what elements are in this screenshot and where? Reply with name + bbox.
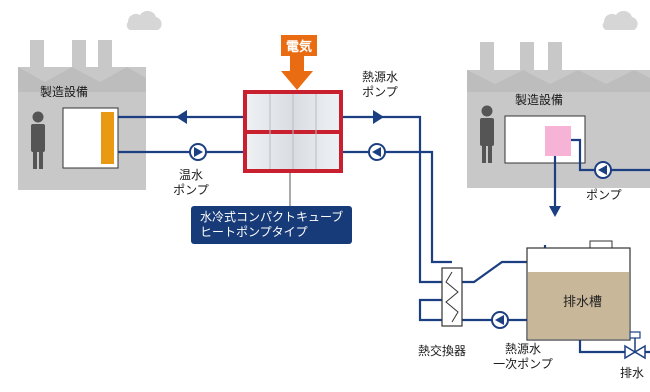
- heat-source-return-pipe: [342, 150, 452, 264]
- heat-pump-name-box: 水冷式コンパクトキューブ ヒートポンプタイプ: [191, 206, 353, 244]
- hot-water-pump-label-line2: ポンプ: [173, 183, 209, 197]
- drain-tank-label: 排水槽: [563, 295, 603, 310]
- drain-valve-icon: [624, 331, 646, 360]
- heat-pump-unit: [243, 90, 343, 207]
- heat-source-pump-label: 熱源水 ポンプ: [355, 70, 405, 100]
- drain-label: 排水: [620, 366, 645, 380]
- heat-exchanger-icon: [441, 267, 463, 327]
- drain-tank: [526, 240, 631, 341]
- right-pink-block: [545, 126, 571, 156]
- heat-source-pump-label-line2: ポンプ: [362, 85, 398, 99]
- heat-source-return-pump-icon: [368, 143, 386, 161]
- left-worker-icon: [31, 111, 45, 169]
- flow-arrow-right: [373, 110, 384, 124]
- heat-pump-name-line2: ヒートポンプタイプ: [200, 225, 308, 239]
- right-pump-icon: [594, 161, 612, 179]
- right-factory: [467, 10, 650, 188]
- heat-pump-name-line1: 水冷式コンパクトキューブ: [200, 210, 344, 224]
- electricity-arrow-icon: [281, 54, 313, 90]
- hot-water-pump-label: 温水 ポンプ: [168, 168, 214, 198]
- heat-source-pump-label-line1: 熱源水: [361, 70, 398, 84]
- left-heating-bar: [101, 112, 114, 164]
- right-worker-icon: [480, 105, 494, 163]
- right-factory-roof: [467, 70, 650, 92]
- left-factory-roof: [18, 67, 146, 92]
- left-factory: [18, 10, 162, 190]
- heat-exchanger-label: 熱交換器: [418, 344, 467, 358]
- right-pump-pipe: [571, 138, 650, 172]
- left-factory-label: 製造設備: [40, 85, 89, 99]
- primary-pump-icon: [491, 311, 509, 329]
- electricity-label: 電気: [281, 35, 318, 56]
- primary-pump-label-line2: 一次ポンプ: [493, 357, 553, 371]
- flow-arrow-left: [176, 110, 187, 124]
- flow-arrow-down: [549, 206, 561, 217]
- right-pump-label: ポンプ: [586, 188, 622, 202]
- right-factory-building: [467, 42, 650, 188]
- right-factory-smoke-icon: [602, 10, 638, 30]
- left-factory-smoke-icon: [126, 10, 162, 30]
- primary-pump-label-line1: 熱源水: [504, 342, 541, 356]
- hot-water-pump-icon: [189, 143, 207, 161]
- right-factory-label: 製造設備: [515, 93, 564, 107]
- hot-water-pump-label-line1: 温水: [178, 168, 203, 182]
- primary-pump-label: 熱源水 一次ポンプ: [488, 342, 558, 372]
